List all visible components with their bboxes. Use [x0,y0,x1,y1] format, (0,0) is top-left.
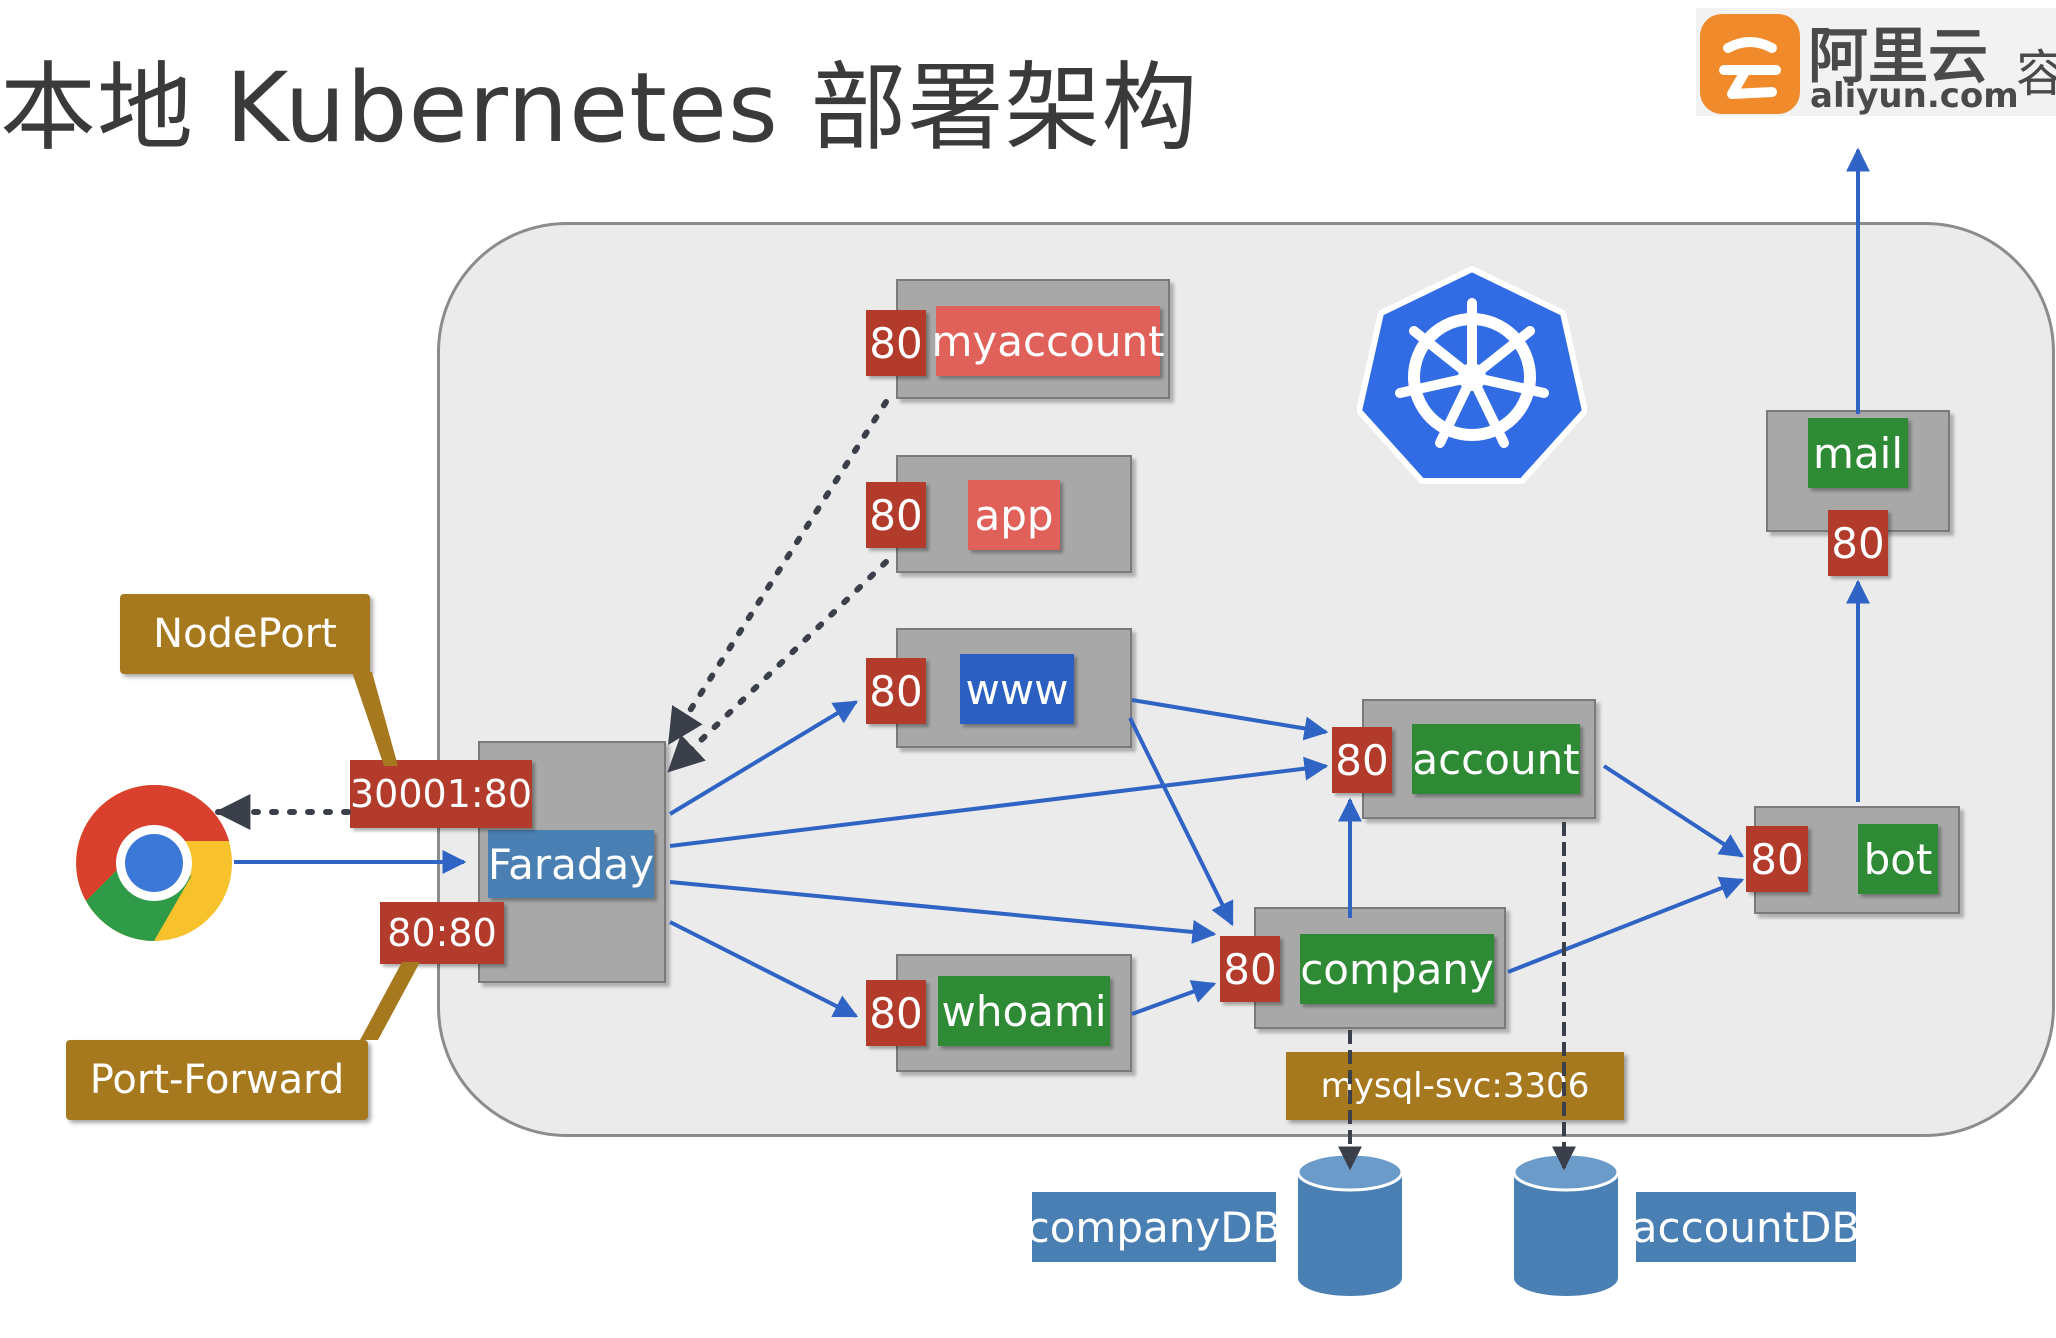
aliyun-logo-cn: 阿里云 [1808,22,1988,92]
app-label: app [968,480,1060,550]
faraday-label: Faraday [488,830,654,898]
arrow-faraday-www [668,700,859,816]
mail-port-badge: 80 [1828,510,1888,576]
account-port-badge: 80 [1332,727,1392,793]
portforward-callout: Port-Forward [66,1040,368,1120]
company-port-badge: 80 [1220,936,1280,1002]
nodeport-callout-pointer [352,672,398,766]
dotted-arrow-app [667,559,889,773]
chrome-browser-icon [76,784,232,941]
bot-port-badge: 80 [1746,826,1808,892]
www-port-badge: 80 [866,658,926,724]
arrow-www-company [1128,717,1234,927]
aliyun-logo-en: aliyun.com [1810,76,2019,116]
page-title: 本地 Kubernetes 部署架构 [0,52,1199,164]
accountdb-cylinder-icon [1512,1152,1620,1296]
arrow-faraday-whoami [669,920,859,1018]
whoami-port-badge: 80 [866,980,926,1046]
portforward-callout-pointer [360,962,420,1040]
arrow-company-bot [1507,876,1745,974]
account-label: account [1412,724,1580,794]
companydb-cylinder-icon [1296,1152,1404,1296]
myaccount-label: myaccount [931,306,1165,376]
arrow-faraday-account [669,756,1329,848]
aliyun-logo-icon [1700,14,1800,114]
kubernetes-logo-icon [1357,265,1587,484]
company-label: company [1300,934,1494,1004]
dotted-arrow-myaccount [667,399,889,746]
arrow-www-account [1131,698,1329,741]
aliyun-logo-extra: 容 [2016,45,2056,103]
myaccount-port-badge: 80 [866,310,926,376]
forward-port-badge: 80:80 [380,902,504,964]
arrow-whoami-company [1131,980,1217,1016]
nodeport-port-badge: 30001:80 [350,760,532,828]
arrow-faraday-company [669,880,1217,944]
arrow-account-bot [1602,764,1745,858]
companydb-label: companyDB [1027,1192,1281,1262]
www-label: www [960,654,1074,724]
mysql-service-label: mysql-svc:3306 [1286,1052,1624,1120]
app-port-badge: 80 [866,482,926,548]
bot-label: bot [1858,824,1938,894]
whoami-label: whoami [938,976,1110,1046]
mail-label: mail [1808,418,1908,488]
nodeport-callout: NodePort [120,594,370,674]
accountdb-label: accountDB [1632,1192,1860,1262]
aliyun-logo: 阿里云 aliyun.com 容 [1696,8,2056,116]
